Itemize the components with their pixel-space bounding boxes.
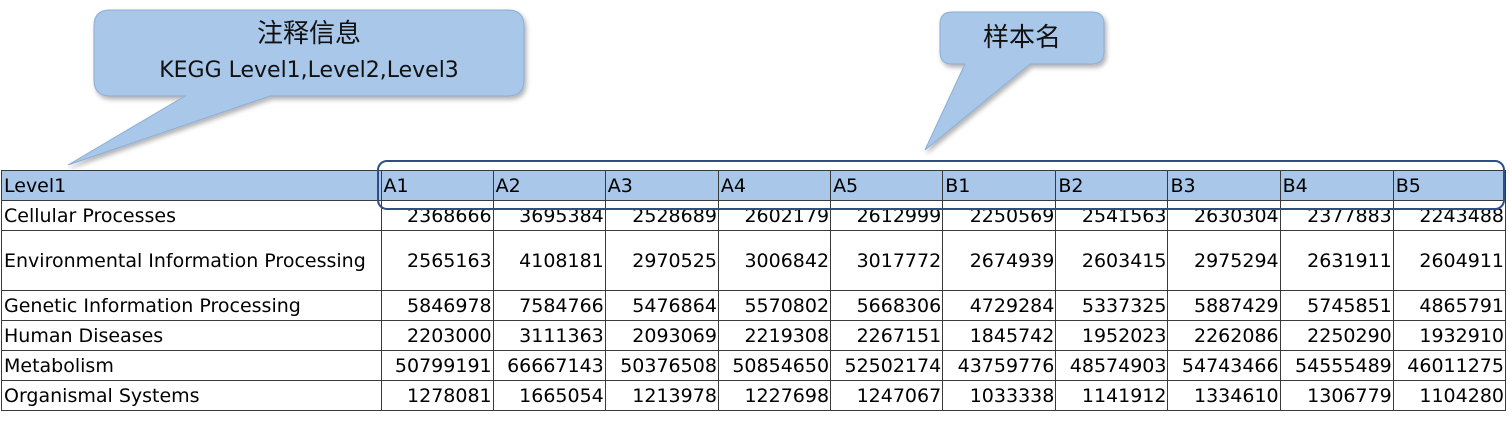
cell-value: 66667143 — [492, 350, 606, 381]
header-sample: A5 — [830, 170, 944, 201]
cell-value: 5668306 — [830, 290, 944, 321]
cell-value: 2267151 — [830, 320, 944, 351]
cell-value: 50799191 — [380, 350, 494, 381]
cell-value: 46011275 — [1392, 350, 1507, 381]
cell-value: 4108181 — [492, 230, 606, 291]
row-label: Environmental Information Processing — [1, 230, 382, 291]
cell-value: 52502174 — [830, 350, 944, 381]
cell-value: 5476864 — [604, 290, 719, 321]
cell-value: 2093069 — [604, 320, 719, 351]
header-sample: B1 — [942, 170, 1057, 201]
header-sample: A2 — [492, 170, 606, 201]
cell-value: 5337325 — [1055, 290, 1169, 321]
cell-value: 1952023 — [1055, 320, 1169, 351]
sample-names-highlight-box — [377, 160, 1505, 210]
table-row: Human Diseases 2203000 3111363 2093069 2… — [1, 320, 1507, 351]
cell-value: 1665054 — [492, 380, 606, 411]
annotation-callout-title: 注释信息 — [256, 19, 361, 49]
cell-value: 48574903 — [1055, 350, 1169, 381]
cell-value: 54555489 — [1279, 350, 1394, 381]
cell-value: 2565163 — [380, 230, 494, 291]
cell-value: 2970525 — [604, 230, 719, 291]
cell-value: 4729284 — [942, 290, 1057, 321]
cell-value: 4865791 — [1392, 290, 1507, 321]
header-row: Level1 A1 A2 A3 A4 A5 B1 B2 B3 B4 B5 — [1, 170, 1507, 201]
cell-value: 1278081 — [380, 380, 494, 411]
cell-value: 5887429 — [1167, 290, 1281, 321]
cell-value: 2262086 — [1167, 320, 1281, 351]
cell-value: 2630304 — [1167, 200, 1281, 231]
cell-value: 2602179 — [717, 200, 832, 231]
cell-value: 2250569 — [942, 200, 1057, 231]
cell-value: 3017772 — [830, 230, 944, 291]
table-row: Metabolism 50799191 66667143 50376508 50… — [1, 350, 1507, 381]
row-label: Cellular Processes — [1, 200, 382, 231]
cell-value: 1306779 — [1279, 380, 1394, 411]
cell-value: 2604911 — [1392, 230, 1507, 291]
header-sample: A4 — [717, 170, 832, 201]
cell-value: 2219308 — [717, 320, 832, 351]
annotation-callout-shape — [67, 9, 525, 166]
cell-value: 2528689 — [604, 200, 719, 231]
cell-value: 2250290 — [1279, 320, 1394, 351]
row-label: Genetic Information Processing — [1, 290, 382, 321]
cell-value: 2541563 — [1055, 200, 1169, 231]
cell-value: 1213978 — [604, 380, 719, 411]
cell-value: 2243488 — [1392, 200, 1507, 231]
table-row: Cellular Processes 2368666 3695384 25286… — [1, 200, 1507, 231]
cell-value: 50854650 — [717, 350, 832, 381]
header-sample: B4 — [1279, 170, 1394, 201]
cell-value: 5846978 — [380, 290, 494, 321]
cell-value: 1227698 — [717, 380, 832, 411]
header-sample: B5 — [1392, 170, 1507, 201]
cell-value: 2674939 — [942, 230, 1057, 291]
cell-value: 54743466 — [1167, 350, 1281, 381]
cell-value: 7584766 — [492, 290, 606, 321]
kegg-level1-table: Level1 A1 A2 A3 A4 A5 B1 B2 B3 B4 B5 Cel… — [1, 170, 1507, 411]
cell-value: 3111363 — [492, 320, 606, 351]
cell-value: 43759776 — [942, 350, 1057, 381]
cell-value: 1334610 — [1167, 380, 1281, 411]
cell-value: 2975294 — [1167, 230, 1281, 291]
cell-value: 3695384 — [492, 200, 606, 231]
cell-value: 1104280 — [1392, 380, 1507, 411]
header-sample: A3 — [604, 170, 719, 201]
header-level1: Level1 — [1, 170, 382, 201]
cell-value: 1845742 — [942, 320, 1057, 351]
table-row: Genetic Information Processing 5846978 7… — [1, 290, 1507, 321]
cell-value: 3006842 — [717, 230, 832, 291]
cell-value: 1141912 — [1055, 380, 1169, 411]
table-row: Environmental Information Processing 256… — [1, 230, 1507, 291]
cell-value: 1033338 — [942, 380, 1057, 411]
row-label: Organismal Systems — [1, 380, 382, 411]
cell-value: 5745851 — [1279, 290, 1394, 321]
annotation-callout-subtitle: KEGG Level1,Level2,Level3 — [159, 58, 459, 83]
cell-value: 50376508 — [604, 350, 719, 381]
sample-callout-shape — [924, 11, 1105, 151]
cell-value: 2603415 — [1055, 230, 1169, 291]
table-row: Organismal Systems 1278081 1665054 12139… — [1, 380, 1507, 411]
cell-value: 2203000 — [380, 320, 494, 351]
cell-value: 2612999 — [830, 200, 944, 231]
row-label: Metabolism — [1, 350, 382, 381]
cell-value: 1932910 — [1392, 320, 1507, 351]
cell-value: 2377883 — [1279, 200, 1394, 231]
sample-callout-title: 样本名 — [982, 23, 1061, 53]
cell-value: 2631911 — [1279, 230, 1394, 291]
cell-value: 1247067 — [830, 380, 944, 411]
cell-value: 5570802 — [717, 290, 832, 321]
row-label: Human Diseases — [1, 320, 382, 351]
header-sample: B3 — [1167, 170, 1281, 201]
